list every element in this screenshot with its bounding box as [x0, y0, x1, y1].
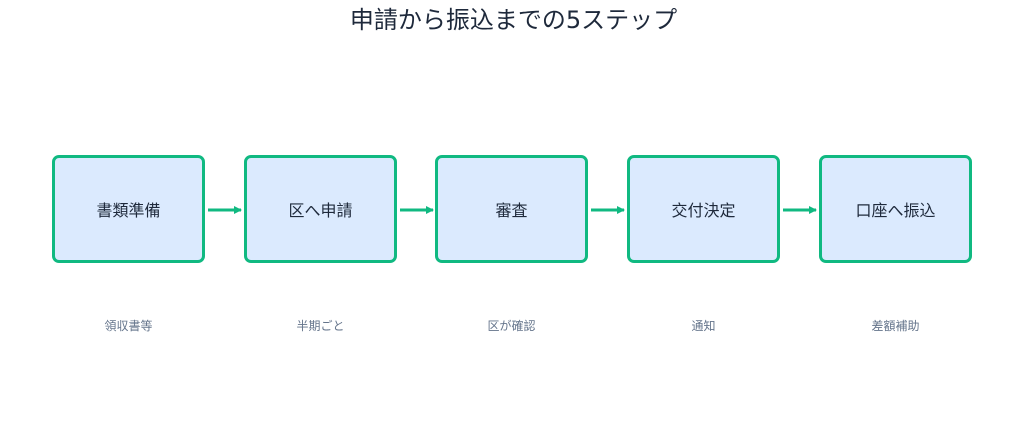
step-caption-4: 通知	[691, 319, 716, 333]
step-label: 交付決定	[671, 201, 736, 220]
step-caption-1: 領収書等	[104, 319, 153, 333]
step-label: 口座へ振込	[855, 201, 936, 220]
diagram-title: 申請から振込までの5ステップ	[349, 6, 678, 34]
step-label: 区へ申請	[288, 201, 353, 220]
step-box-4: 交付決定	[627, 155, 780, 263]
step-box-5: 口座へ振込	[819, 155, 972, 263]
step-label: 書類準備	[96, 201, 161, 220]
step-box-2: 区へ申請	[244, 155, 397, 263]
step-caption-3: 区が確認	[487, 319, 536, 333]
step-caption-5: 差額補助	[871, 319, 920, 333]
step-caption-2: 半期ごと	[296, 319, 345, 333]
step-label: 審査	[495, 201, 528, 220]
step-box-3: 審査	[435, 155, 588, 263]
step-box-1: 書類準備	[52, 155, 205, 263]
